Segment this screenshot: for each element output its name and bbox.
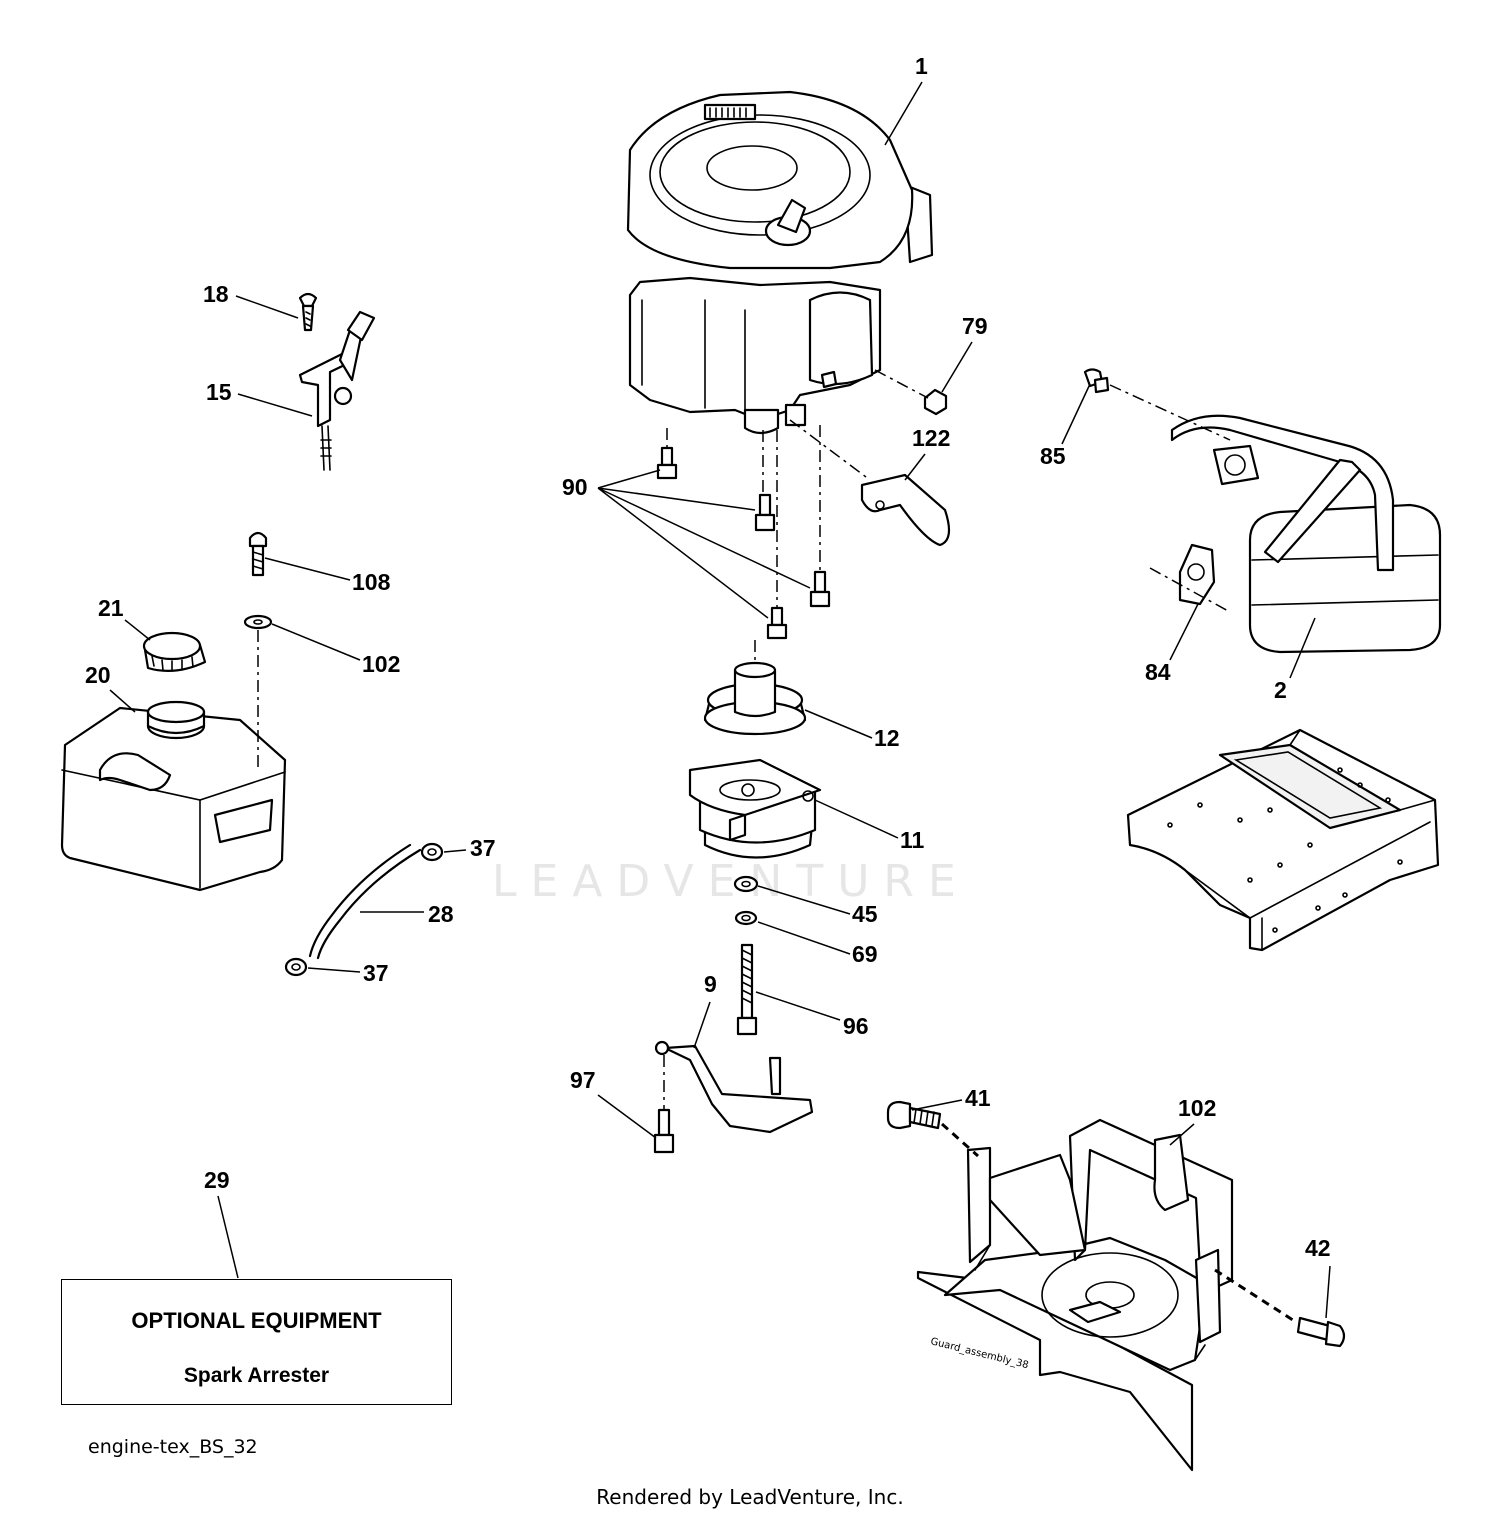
drawing-code: engine-tex_BS_32 [88,1436,258,1458]
callout-15: 20 [85,662,111,688]
callout-42: 69 [852,941,878,967]
callout-11: 11 [900,827,925,853]
callout-28: 28 [428,901,454,927]
clamp-lower [284,957,308,977]
render-credit: Rendered by LeadVenture, Inc. [596,1485,904,1509]
callout-9: 9 [704,971,717,997]
callout-20: 15 [206,379,232,405]
callout-102-right: 42 [1305,1235,1331,1261]
callout-37-lower: 37 [363,960,389,986]
bolt-90 [653,1108,675,1154]
callout-108: 102 [1178,1095,1216,1121]
guard-label: Guard_assembly_38 [929,1336,1029,1371]
fuel-tank [60,700,287,892]
callout-29: 29 [204,1167,230,1193]
callout-122: 122 [912,425,950,451]
washer-96 [243,614,273,630]
bolt-102-left [886,1100,942,1130]
watermark: LEADVENTURE [492,856,970,907]
optional-equipment-box: OPTIONAL EQUIPMENT Spark Arrester [61,1279,452,1405]
clamp-upper [420,842,444,862]
engine-bolts [656,446,831,640]
callout-69: 84 [1145,659,1171,685]
callout-2: 2 [1274,677,1287,703]
electric-clutch [688,758,822,859]
callout-96: 102 [362,651,400,677]
callout-85: 96 [843,1013,869,1039]
callout-79: 85 [1040,443,1066,469]
nut-45 [923,388,948,416]
guard-assembly [916,1118,1234,1472]
callout-1: 1 [915,53,928,79]
optional-equipment-title: OPTIONAL EQUIPMENT [131,1308,382,1333]
callout-18: 21 [98,595,124,621]
callout-84: 90 [562,474,588,500]
spark-arrester-label: Spark Arrester [183,1364,330,1387]
bolt-85 [736,943,758,1036]
pulley [703,661,807,736]
fuel-line [308,843,422,960]
fuel-cap [142,631,207,673]
callout-37-upper: 37 [470,835,496,861]
engine [626,90,934,435]
bolt-102-right [1296,1316,1346,1348]
callout-90: 97 [570,1067,596,1093]
washer-41 [733,875,759,893]
engine-mount-plate [1126,728,1440,952]
bracket-122 [860,473,951,547]
callout-102-left: 41 [965,1085,991,1111]
callout-12: 12 [874,725,900,751]
callout-41: 45 [852,901,878,927]
screw-97 [248,531,268,577]
callout-97: 108 [352,569,391,595]
callout-21: 18 [203,281,229,307]
callout-45: 79 [962,313,988,339]
rod-9 [663,1044,814,1134]
muffler [1083,368,1442,654]
throttle-control [298,292,376,471]
washer-42 [734,910,758,926]
